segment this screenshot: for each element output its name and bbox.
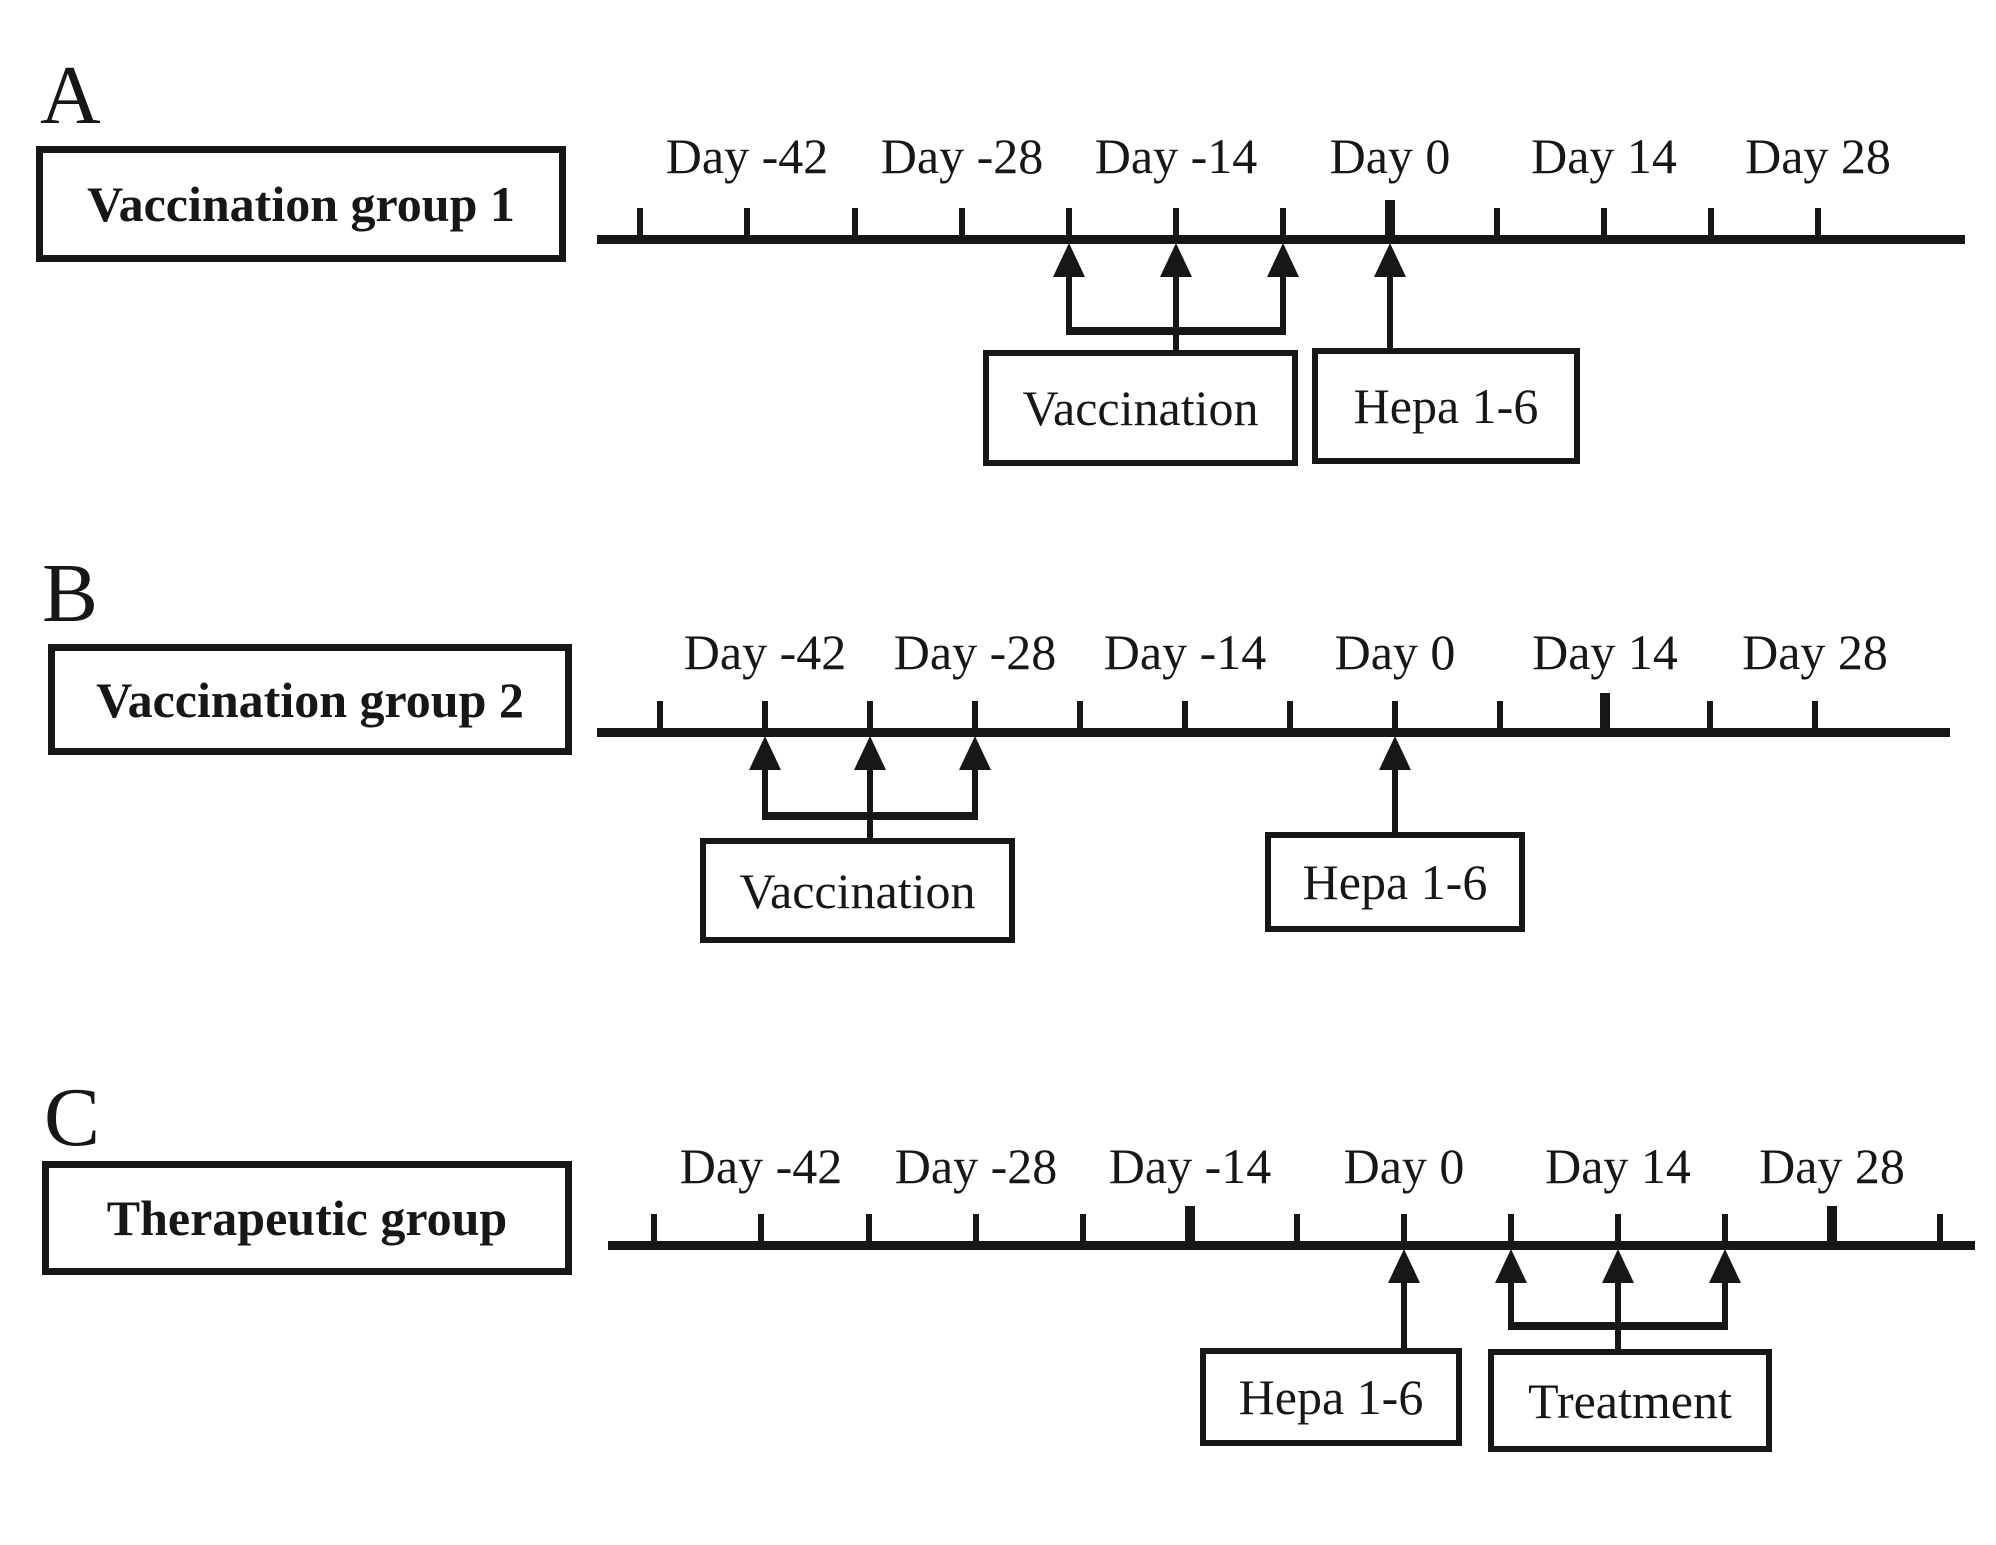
arrow-bracket [762, 812, 978, 820]
arrow-stem [1392, 764, 1398, 834]
arrow-stem [1722, 1277, 1728, 1330]
timeline-tick-day28 [1827, 1206, 1837, 1250]
panel-letter-a: A [40, 49, 101, 142]
timeline-tick-day21 [1708, 208, 1714, 244]
timeline-tick-day-28 [959, 208, 965, 244]
event-label: Treatment [1528, 1372, 1732, 1429]
group-box-b: Vaccination group 2 [48, 644, 572, 755]
arrow-stem [1173, 271, 1179, 335]
timeline-tick-day7 [1497, 701, 1503, 737]
event-label: Hepa 1-6 [1353, 378, 1539, 434]
day-label: Day 14 [1545, 1138, 1691, 1194]
timeline-tick-day-42 [744, 208, 750, 244]
timeline-tick-day-35 [866, 1214, 872, 1250]
timeline-tick-day21 [1722, 1214, 1728, 1250]
timeline-tick-day-21 [1066, 208, 1072, 244]
timeline-tick-day35 [1937, 1214, 1943, 1250]
timeline-tick-day-14 [1173, 208, 1179, 244]
timeline-tick-day-35 [852, 208, 858, 244]
day-label: Day 0 [1334, 624, 1456, 680]
arrow-bracket [1066, 327, 1286, 335]
timeline-axis [608, 1241, 1975, 1250]
timeline-tick-day-42 [758, 1214, 764, 1250]
timeline-tick-day0 [1385, 200, 1395, 244]
arrow-stem [1387, 271, 1393, 350]
arrow-stem [762, 764, 768, 820]
event-box-hepa-1-6: Hepa 1-6 [1265, 832, 1525, 932]
box-connector [1615, 1330, 1621, 1351]
timeline-tick-day-7 [1280, 208, 1286, 244]
day-label: Day -14 [1108, 1138, 1272, 1194]
day-label: Day -28 [880, 128, 1044, 184]
day-label: Day 0 [1343, 1138, 1465, 1194]
timeline-axis [597, 728, 1950, 737]
timeline-tick-day14 [1600, 693, 1610, 737]
event-box-treatment: Treatment [1488, 1349, 1772, 1452]
timeline-tick-day-42 [762, 701, 768, 737]
timeline-tick-day14 [1601, 208, 1607, 244]
box-connector [1173, 335, 1179, 352]
timeline-tick-day28 [1815, 208, 1821, 244]
day-label: Day 14 [1531, 128, 1677, 184]
group-box-a: Vaccination group 1 [36, 146, 566, 262]
arrow-stem [972, 764, 978, 820]
timeline-tick-day-14 [1182, 701, 1188, 737]
timeline-tick-day-21 [1080, 1214, 1086, 1250]
event-box-hepa-1-6: Hepa 1-6 [1312, 348, 1580, 464]
day-label: Day -42 [665, 128, 829, 184]
day-label: Day -42 [679, 1138, 843, 1194]
timeline-tick-day-7 [1294, 1214, 1300, 1250]
day-label: Day 28 [1742, 624, 1888, 680]
arrow-bracket [1508, 1322, 1728, 1330]
day-label: Day -28 [894, 1138, 1058, 1194]
timeline-tick-day28 [1812, 701, 1818, 737]
arrow-stem [1508, 1277, 1514, 1330]
timeline-tick-day7 [1494, 208, 1500, 244]
event-box-vaccination: Vaccination [700, 838, 1015, 943]
day-label: Day -42 [683, 624, 847, 680]
timeline-tick-day-28 [972, 701, 978, 737]
panel-letter-c: C [44, 1071, 101, 1164]
day-label: Day 28 [1759, 1138, 1905, 1194]
arrow-stem [867, 764, 873, 820]
timeline-tick-day0 [1392, 701, 1398, 737]
arrow-stem [1066, 271, 1072, 335]
timeline-tick-day-35 [867, 701, 873, 737]
group-box-c: Therapeutic group [42, 1161, 572, 1275]
arrow-stem [1401, 1277, 1407, 1350]
day-label: Day -14 [1094, 128, 1258, 184]
timeline-tick-day14 [1615, 1214, 1621, 1250]
timeline-tick-day-49 [651, 1214, 657, 1250]
timeline-tick-day-28 [973, 1214, 979, 1250]
event-label: Hepa 1-6 [1238, 1369, 1424, 1425]
timeline-tick-day21 [1707, 701, 1713, 737]
event-box-vaccination: Vaccination [983, 350, 1298, 466]
day-label: Day 28 [1745, 128, 1891, 184]
event-label: Vaccination [1022, 380, 1259, 436]
event-label: Vaccination [739, 862, 976, 919]
arrow-stem [1615, 1277, 1621, 1330]
timeline-tick-day0 [1401, 1214, 1407, 1250]
event-label: Hepa 1-6 [1302, 854, 1488, 910]
box-connector [867, 820, 873, 840]
panel-letter-b: B [42, 547, 99, 640]
day-label: Day 14 [1532, 624, 1678, 680]
day-label: Day 0 [1329, 128, 1451, 184]
day-label: Day -28 [893, 624, 1057, 680]
timeline-tick-day-7 [1287, 701, 1293, 737]
timeline-tick-day7 [1508, 1214, 1514, 1250]
timeline-tick-day-21 [1077, 701, 1083, 737]
group-label-c: Therapeutic group [106, 1190, 508, 1246]
group-label-b: Vaccination group 2 [96, 671, 524, 728]
timeline-tick-day-49 [637, 208, 643, 244]
timeline-tick-day-14 [1185, 1206, 1195, 1250]
group-label-a: Vaccination group 1 [87, 176, 515, 232]
arrow-stem [1280, 271, 1286, 335]
day-label: Day -14 [1103, 624, 1267, 680]
timeline-tick-day-49 [657, 701, 663, 737]
event-box-hepa-1-6: Hepa 1-6 [1200, 1348, 1462, 1446]
